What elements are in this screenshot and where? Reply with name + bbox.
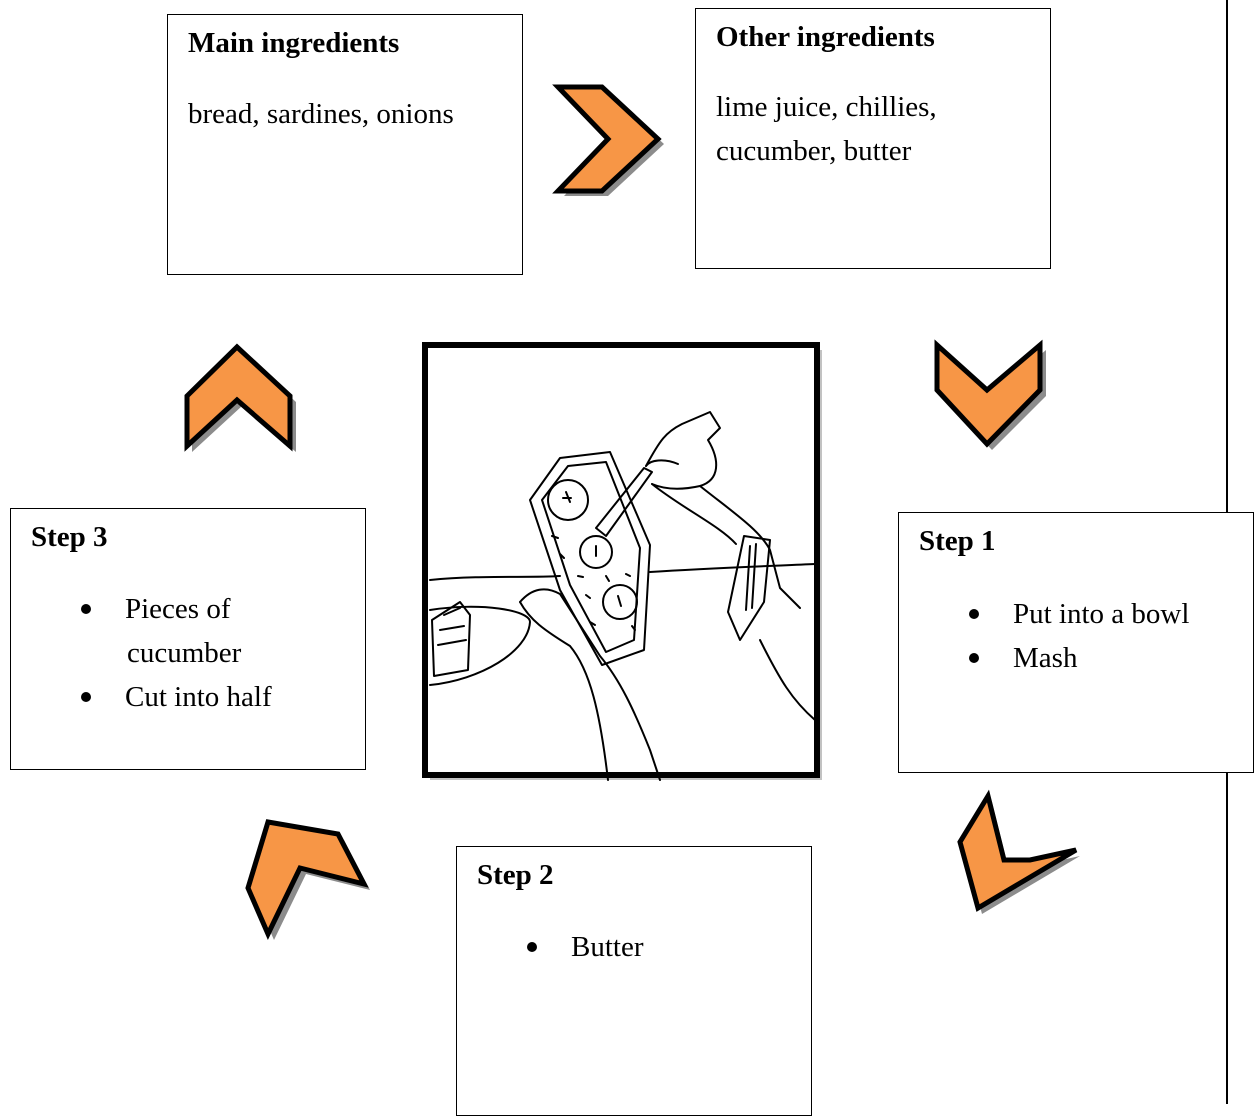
- sandwich-preparation-illustration: [422, 342, 822, 781]
- step-1-title: Step 1: [919, 525, 996, 557]
- list-item: Put into a bowl: [965, 592, 1189, 636]
- step-1-box: Step 1 Put into a bowl Mash: [898, 512, 1254, 773]
- chevron-right-icon: [552, 84, 664, 196]
- step-3-title: Step 3: [31, 521, 108, 553]
- list-item-continuation: cucumber: [77, 631, 272, 675]
- list-item-continuation-text: cucumber: [127, 637, 242, 669]
- step-2-box: Step 2 Butter: [456, 846, 812, 1116]
- list-item: Butter: [523, 925, 644, 969]
- step-3-box: Step 3 Pieces of cucumber Cut into half: [10, 508, 366, 770]
- chevron-up-left-icon: [245, 819, 370, 940]
- chevron-down-left-icon: [957, 789, 1080, 914]
- list-item: Cut into half: [77, 675, 272, 719]
- other-ingredients-title: Other ingredients: [716, 21, 935, 53]
- other-ingredients-box: Other ingredients lime juice, chillies, …: [695, 8, 1051, 269]
- list-item: Mash: [965, 636, 1189, 680]
- step-3-list: Pieces of cucumber Cut into half: [77, 587, 272, 719]
- main-ingredients-text: bread, sardines, onions: [188, 98, 454, 130]
- step-2-title: Step 2: [477, 859, 554, 891]
- step-1-list: Put into a bowl Mash: [965, 592, 1189, 680]
- main-ingredients-box: Main ingredients bread, sardines, onions: [167, 14, 523, 275]
- step-2-list: Butter: [523, 925, 644, 969]
- chevron-up-icon: [184, 343, 296, 452]
- other-ingredients-line-2: cucumber, butter: [716, 135, 912, 167]
- other-ingredients-line-1: lime juice, chillies,: [716, 91, 937, 123]
- list-item: Pieces of: [77, 587, 272, 631]
- main-ingredients-title: Main ingredients: [188, 27, 400, 59]
- chevron-down-icon: [934, 339, 1046, 450]
